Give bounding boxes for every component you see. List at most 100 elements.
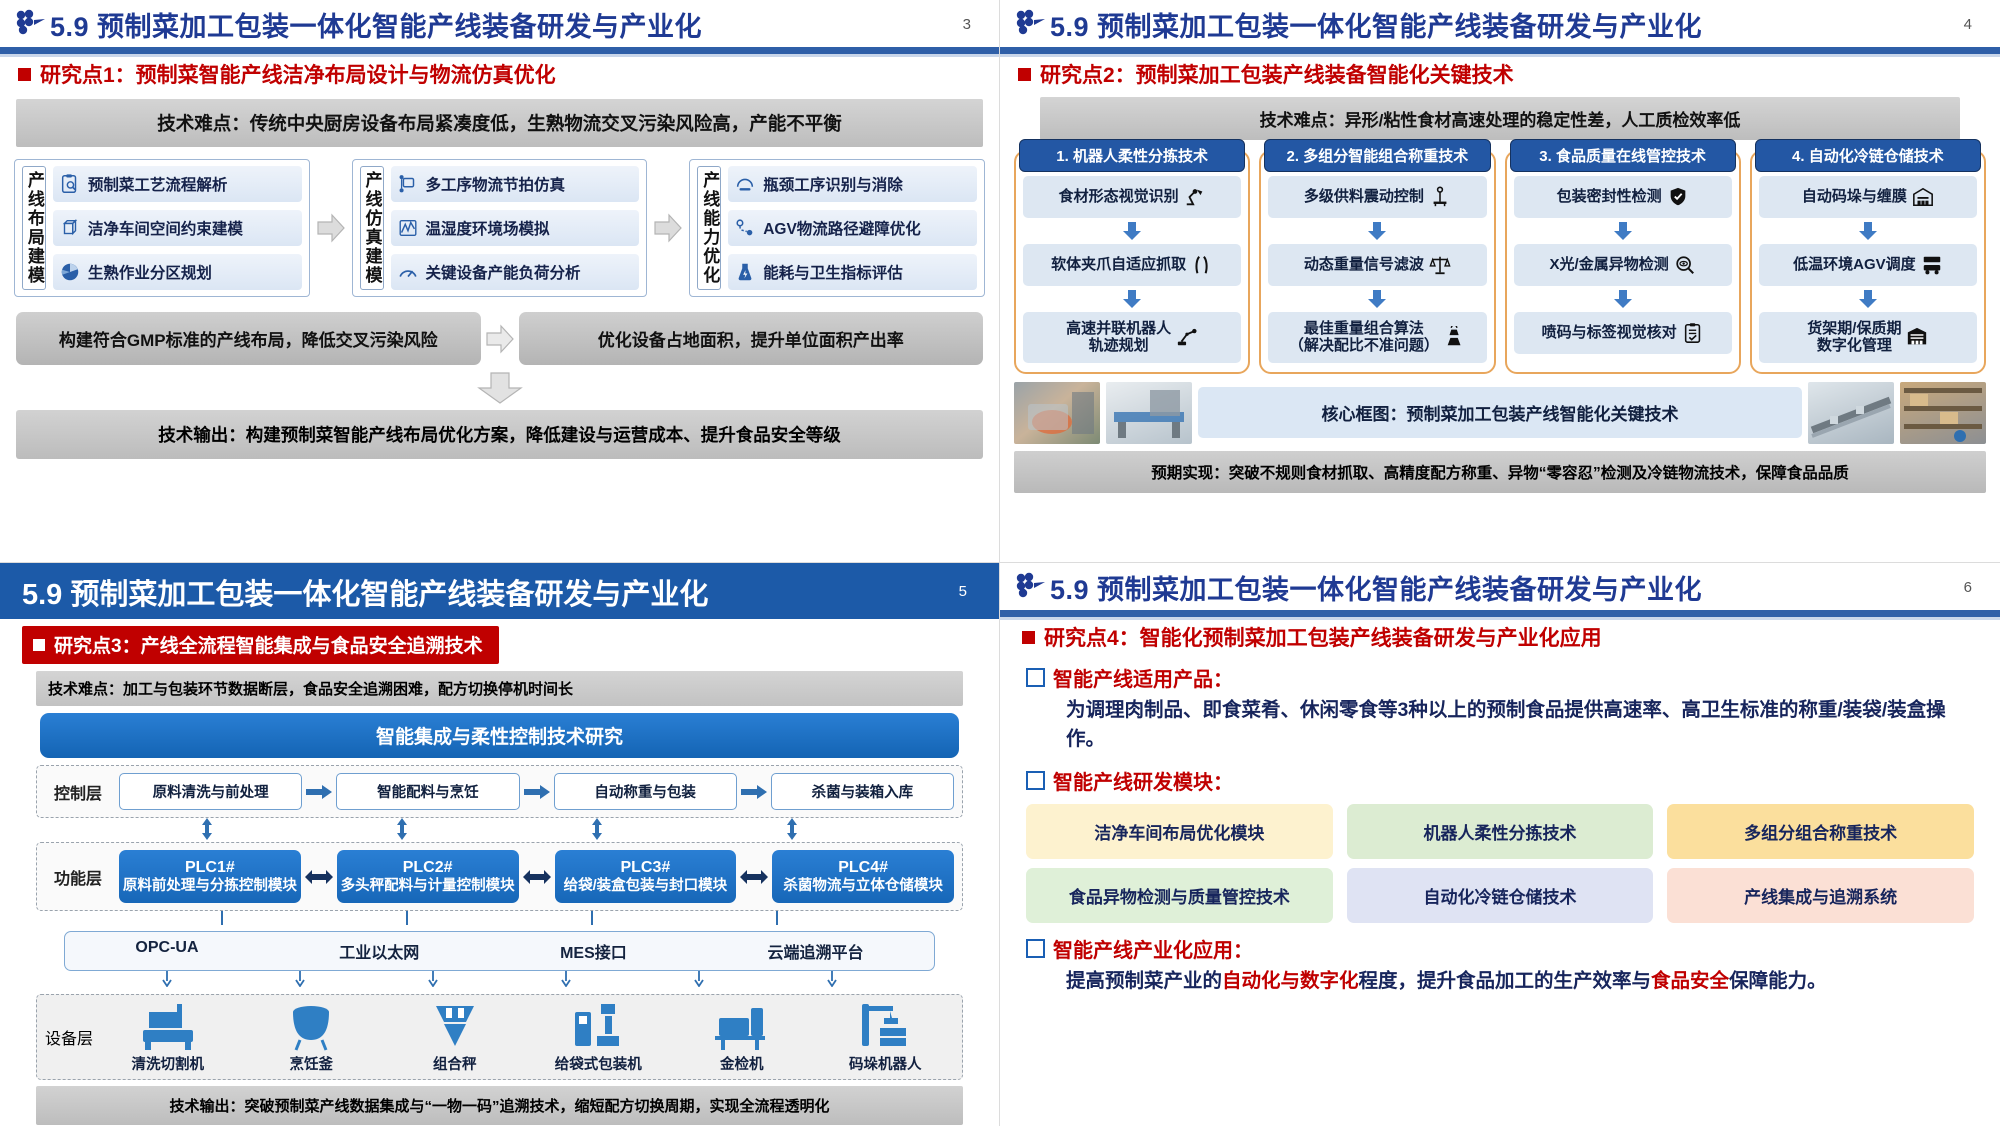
control-step[interactable]: 自动称重与包装 [553, 773, 737, 810]
packaging-machine-photo [1106, 381, 1192, 444]
module-card[interactable]: 产线集成与追溯系统 [1667, 867, 1974, 923]
device-item[interactable]: 组合秤 [386, 1000, 524, 1074]
plc-module[interactable]: PLC1# 原料前处理与分拣控制模块 [119, 850, 301, 904]
plc-module[interactable]: PLC4# 杀菌物流与立体仓储模块 [772, 850, 954, 904]
slide-6-header: 5.9 预制菜加工包装一体化智能产线装备研发与产业化 6 [1000, 563, 2000, 620]
column-title: 1. 机器人柔性分拣技术 [1019, 139, 1246, 172]
stage-item[interactable]: 洁净车间空间约束建模 [52, 210, 302, 246]
plc-code: PLC1# [184, 859, 235, 876]
module-card[interactable]: 食品异物检测与质量管控技术 [1026, 867, 1333, 923]
tech-cell[interactable]: 喷码与标签视觉核对 [1513, 312, 1732, 354]
down-link-icon [561, 971, 571, 988]
delta-robot-icon [1177, 329, 1197, 346]
stage-item[interactable]: 预制菜工艺流程解析 [52, 166, 302, 202]
control-step[interactable]: 智能配料与烹饪 [336, 773, 520, 810]
stage-item-label: 瓶颈工序识别与消除 [763, 177, 903, 194]
combination-scale-icon [435, 1006, 474, 1047]
device-item[interactable]: 金检机 [673, 1000, 811, 1074]
device-label: 码垛机器人 [849, 1057, 922, 1074]
stage-item-label: 关键设备产能负荷分析 [425, 265, 581, 282]
stage-item[interactable]: 瓶颈工序识别与消除 [728, 166, 978, 202]
vertical-double-arrow-icon [397, 818, 408, 840]
bag-packing-machine-icon [575, 1004, 620, 1047]
vertical-double-arrow-icon [202, 818, 213, 840]
gauge-meter-icon [737, 178, 754, 191]
tech-cell[interactable]: 自动码垛与缠膜 [1758, 176, 1977, 218]
section-title: 智能产线产业化应用： [1053, 939, 1253, 962]
stage-item[interactable]: 生熟作业分区规划 [52, 254, 302, 290]
device-label: 烹饪釜 [289, 1057, 334, 1074]
tech-cell[interactable]: 食材形态视觉识别 [1023, 176, 1242, 218]
device-item[interactable]: 给袋式包装机 [530, 1000, 668, 1074]
research-point-label: 研究点3：产线全流程智能集成与食品安全追溯技术 [54, 636, 483, 657]
module-card[interactable]: 多组分组合称重技术 [1667, 803, 1974, 859]
cluster-dots-logo-icon [1016, 572, 1045, 598]
module-card[interactable]: 洁净车间布局优化模块 [1026, 803, 1333, 859]
column-title: 4. 自动化冷链仓储技术 [1754, 139, 1981, 172]
stage-item[interactable]: AGV物流路径避障优化 [728, 210, 978, 246]
app-text-3: 保障能力。 [1729, 969, 1827, 992]
double-arrow-icon [740, 869, 769, 884]
column-title: 3. 食品质量在线管控技术 [1509, 139, 1736, 172]
hollow-square-bullet-icon [1026, 668, 1045, 687]
stage-item-label: AGV物流路径避障优化 [763, 221, 921, 238]
research-point-heading: 研究点2：预制菜加工包装产线装备智能化关键技术 [1018, 59, 2000, 89]
control-layer-label: 控制层 [53, 785, 102, 803]
tech-cell[interactable]: 货架期/保质期 数字化管理 [1758, 312, 1977, 363]
device-item[interactable]: 清洗切割机 [99, 1000, 237, 1074]
down-link-icon [428, 971, 438, 988]
page-number: 6 [1963, 579, 1972, 596]
cell-down-arrow [1268, 218, 1486, 244]
stage-layout-modeling: 产线布局建模 预制菜工艺流程解析 [14, 159, 310, 297]
balance-scale-icon [1429, 256, 1451, 275]
stage-item[interactable]: 能耗与卫生指标评估 [728, 254, 978, 290]
stage-item[interactable]: 温湿度环境场模拟 [390, 210, 640, 246]
tech-cell-label: 自动码垛与缠膜 [1801, 188, 1907, 206]
tech-cell-label: 最佳重量组合算法 （解决配比不准问题） [1288, 320, 1439, 355]
research-point-heading: 研究点4：智能化预制菜加工包装产线装备研发与产业化应用 [1022, 622, 2000, 652]
cooking-kettle-icon [293, 1006, 330, 1051]
tech-column-cold-chain-storage: 4. 自动化冷链仓储技术 自动码垛与缠膜 低温环境AGV调度 [1749, 139, 1986, 374]
plc-module[interactable]: PLC3# 给袋/装盒包装与封口模块 [554, 850, 737, 904]
tech-cell[interactable]: 多级供料震动控制 [1268, 176, 1487, 218]
control-step[interactable]: 杀菌与装箱入库 [770, 773, 954, 810]
stage-item-label: 洁净车间空间约束建模 [87, 221, 243, 238]
hollow-square-bullet-icon [1026, 770, 1045, 790]
waveform-chart-icon [399, 219, 416, 237]
clipboard-search-icon [61, 174, 77, 193]
bullet-square-icon [1018, 67, 1031, 81]
module-card[interactable]: 自动化冷链仓储技术 [1346, 867, 1654, 923]
plc-module[interactable]: PLC2# 多头秤配料与计量控制模块 [336, 850, 519, 904]
tech-cell[interactable]: 高速并联机器人 轨迹规划 [1023, 312, 1242, 363]
hollow-square-bullet-icon [1026, 938, 1045, 958]
function-layer-label: 功能层 [53, 870, 102, 888]
stage-item[interactable]: 关键设备产能负荷分析 [390, 254, 640, 290]
technology-output-band: 技术输出：突破预制菜产线数据集成与“一物一码”追溯技术，缩短配方切换周期，实现全… [36, 1086, 963, 1126]
tech-cell[interactable]: 软体夹爪自适应抓取 [1023, 244, 1242, 286]
bus-item: 工业以太网 [339, 945, 420, 963]
stage-item[interactable]: 多工序物流节拍仿真 [390, 166, 640, 202]
app-highlight-2: 食品安全 [1651, 969, 1730, 992]
tech-cell[interactable]: 包装密封性检测 [1513, 176, 1732, 218]
bus-item: 云端追溯平台 [767, 945, 864, 963]
tech-cell[interactable]: X光/金属异物检测 [1513, 244, 1732, 286]
stage-flow: 产线布局建模 预制菜工艺流程解析 [14, 159, 986, 297]
energy-flask-icon [738, 263, 752, 281]
double-arrow-icon [304, 869, 333, 884]
bullet-square-icon [1022, 630, 1035, 644]
module-label: 产线集成与追溯系统 [1744, 887, 1898, 907]
tech-cell-label: 低温环境AGV调度 [1793, 256, 1916, 274]
tech-cell[interactable]: 低温环境AGV调度 [1758, 244, 1977, 286]
slide-4: 5.9 预制菜加工包装一体化智能产线装备研发与产业化 4 研究点2：预制菜加工包… [1000, 0, 2000, 563]
results-arrow [483, 322, 517, 356]
device-item[interactable]: 码垛机器人 [817, 1000, 955, 1074]
right-arrow-icon [306, 784, 333, 799]
control-step[interactable]: 原料清洗与前处理 [119, 773, 303, 810]
difficulty-band: 技术难点：传统中央厨房设备布局紧凑度低，生熟物流交叉污染风险高，产能不平衡 [16, 99, 983, 147]
function-layer: 功能层 PLC1# 原料前处理与分拣控制模块 PLC2# 多头秤配料与计量控制模… [36, 842, 963, 912]
tech-cell[interactable]: 动态重量信号滤波 [1268, 244, 1487, 286]
tech-cell[interactable]: 最佳重量组合算法 （解决配比不准问题） [1268, 312, 1487, 363]
device-item[interactable]: 烹饪釜 [243, 1000, 381, 1074]
module-card[interactable]: 机器人柔性分拣技术 [1346, 803, 1654, 859]
cluster-dots-logo-icon [1016, 9, 1045, 35]
